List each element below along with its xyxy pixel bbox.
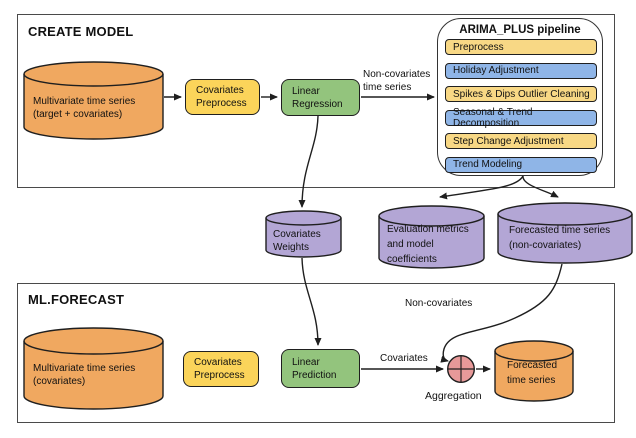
edge-label-noncovariates-time-series: Non-covariates time series — [363, 69, 431, 93]
multivariate-target-cylinder-icon — [23, 61, 164, 140]
edge-label-noncovariates: Non-covariates — [405, 298, 473, 309]
pipeline-step-seasonal-trend: Seasonal & Trend Decomposition — [445, 107, 597, 129]
arima-plus-pipeline-container: ARIMA_PLUS pipeline Preprocess Holiday A… — [437, 18, 603, 176]
edge-label-covariates: Covariates — [380, 353, 428, 364]
multivariate-covariates-cylinder-icon — [23, 327, 164, 410]
pipeline-step-holiday-adjustment: Holiday Adjustment — [445, 62, 597, 79]
covariates-weights-cylinder-icon — [265, 210, 342, 258]
multivariate-target-label: Multivariate time series (target + covar… — [33, 96, 136, 120]
pipeline-step-trend-modeling: Trend Modeling — [445, 156, 597, 173]
forecast-noncov-label: Forecasted time series (non-covariates) — [509, 225, 611, 251]
linear-prediction-box: Linear Prediction — [281, 349, 360, 388]
forecast-output-label: Forecasted time series — [507, 360, 558, 386]
pipeline-step-preprocess: Preprocess — [445, 39, 597, 55]
arima-plus-pipeline-title: ARIMA_PLUS pipeline — [459, 24, 581, 36]
evaluation-metrics-cylinder-icon — [378, 205, 485, 269]
forecast-noncov-cylinder-icon — [497, 202, 633, 264]
covariates-weights-label: Covariates Weights — [273, 229, 321, 253]
aggregation-node-icon — [446, 354, 476, 384]
multivariate-covariates-label: Multivariate time series (covariates) — [33, 363, 136, 387]
evaluation-metrics-label: Evaluation metrics and model coefficient… — [387, 224, 469, 265]
pipeline-step-spikes-dips: Spikes & Dips Outlier Cleaning — [445, 86, 597, 102]
pipeline-step-step-change: Step Change Adjustment — [445, 133, 597, 149]
covariates-preprocess-box-bottom: Covariates Preprocess — [183, 351, 259, 387]
covariates-preprocess-box-top: Covariates Preprocess — [185, 79, 260, 115]
create-model-title: CREATE MODEL — [28, 24, 134, 39]
aggregation-label: Aggregation — [425, 390, 482, 402]
linear-regression-box: Linear Regression — [281, 79, 360, 116]
ml-forecast-title: ML.FORECAST — [28, 292, 125, 307]
